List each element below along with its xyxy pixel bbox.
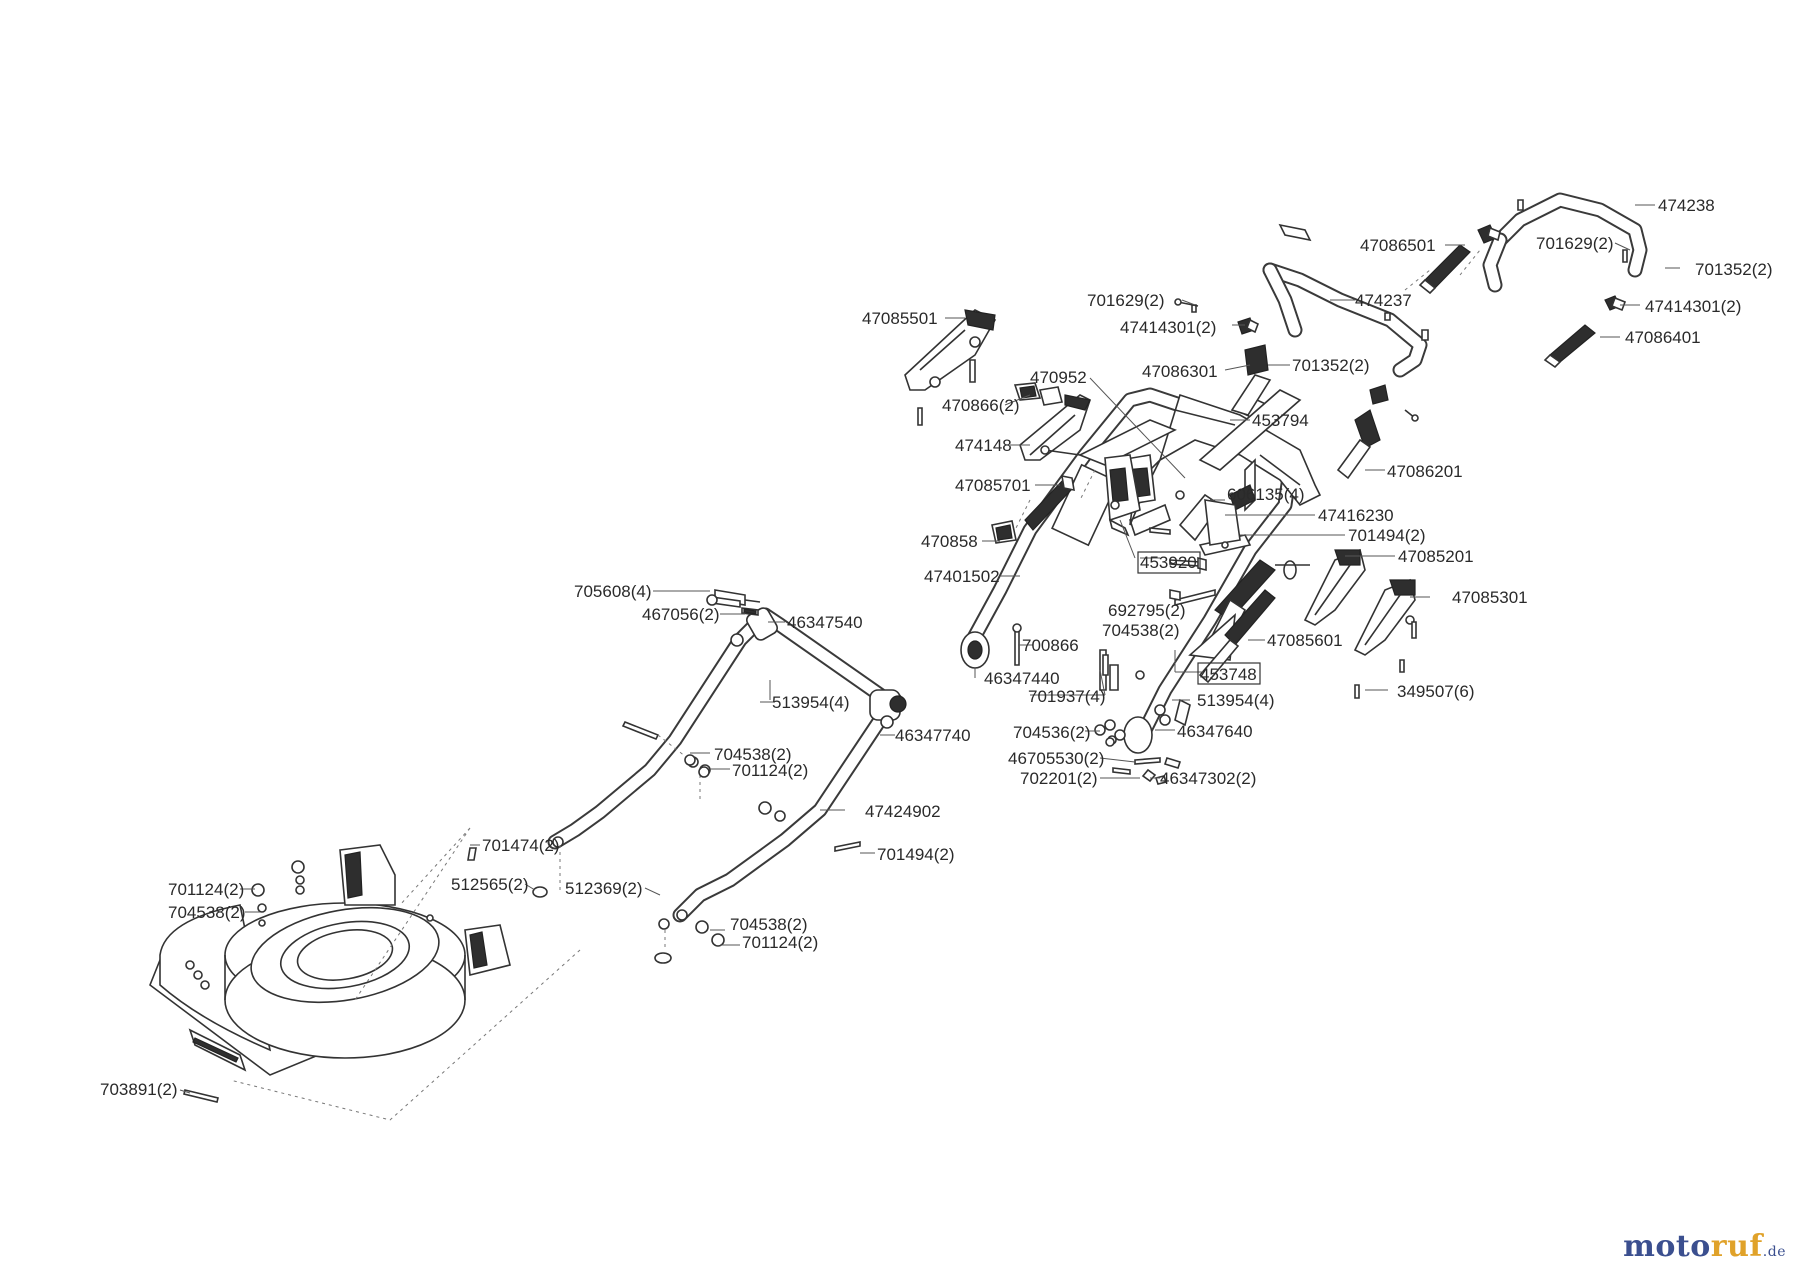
part-label: 704538(2) bbox=[1102, 621, 1180, 640]
part-label: 46347740 bbox=[895, 726, 971, 745]
part-labels: 474238 47086501 701629(2) 701352(2) 4742… bbox=[100, 196, 1773, 1099]
part-label: 453794 bbox=[1252, 411, 1309, 430]
part-label: 47086401 bbox=[1625, 328, 1701, 347]
part-label: 47401502 bbox=[924, 567, 1000, 586]
part-label: 705608(4) bbox=[574, 582, 652, 601]
watermark-part2: ruf bbox=[1710, 1229, 1763, 1264]
part-label: 47085201 bbox=[1398, 547, 1474, 566]
handle-brackets-right bbox=[1198, 548, 1417, 699]
part-label: 701124(2) bbox=[742, 933, 818, 952]
part-label: 46347640 bbox=[1177, 722, 1253, 741]
motoruf-watermark-logo: motoruf.de bbox=[1623, 1229, 1786, 1264]
part-label: 701124(2) bbox=[732, 761, 808, 780]
part-label: 47086501 bbox=[1360, 236, 1436, 255]
part-label: 701629(2) bbox=[1536, 234, 1614, 253]
part-label: 512369(2) bbox=[565, 879, 643, 898]
part-label: 47414301(2) bbox=[1645, 297, 1741, 316]
mower-deck bbox=[149, 827, 581, 1121]
part-label: 701124(2) bbox=[168, 880, 244, 899]
part-label: 47416230 bbox=[1318, 506, 1394, 525]
label-box-453748 bbox=[1197, 662, 1261, 685]
leader-lines bbox=[179, 204, 1680, 1094]
label-box-453920 bbox=[1137, 551, 1201, 574]
part-label: 47085601 bbox=[1267, 631, 1343, 650]
part-label: 47085501 bbox=[862, 309, 938, 328]
part-label: 47085701 bbox=[955, 476, 1031, 495]
part-label: 46705530(2) bbox=[1008, 749, 1104, 768]
lower-handle bbox=[183, 589, 907, 1103]
part-label: 513954(4) bbox=[772, 693, 850, 712]
part-label: 701352(2) bbox=[1292, 356, 1370, 375]
part-label: 46347540 bbox=[787, 613, 863, 632]
part-label: 470858 bbox=[921, 532, 978, 551]
part-label: 467056(2) bbox=[642, 605, 720, 624]
part-label: 474237 bbox=[1355, 291, 1412, 310]
upper-handle bbox=[960, 387, 1322, 775]
part-label: 47086201 bbox=[1387, 462, 1463, 481]
part-label: 701629(2) bbox=[1087, 291, 1165, 310]
part-label: 702201(2) bbox=[1020, 769, 1098, 788]
part-label: 470866(2) bbox=[942, 396, 1020, 415]
switch-assembly bbox=[1078, 389, 1302, 549]
part-label: 47424902 bbox=[865, 802, 941, 821]
part-label: 704538(2) bbox=[730, 915, 808, 934]
part-label: 701474(2) bbox=[482, 836, 560, 855]
part-label: 453748 bbox=[1200, 665, 1257, 684]
part-label: 46347440 bbox=[984, 669, 1060, 688]
part-label: 701494(2) bbox=[1348, 526, 1426, 545]
part-label: 47414301(2) bbox=[1120, 318, 1216, 337]
part-label: 700866 bbox=[1022, 636, 1079, 655]
part-label: 606135(4) bbox=[1227, 485, 1305, 504]
part-label: 704536(2) bbox=[1013, 723, 1091, 742]
watermark-part1: moto bbox=[1623, 1229, 1711, 1264]
part-label: 692795(2) bbox=[1108, 601, 1186, 620]
part-label: 704538(2) bbox=[714, 745, 792, 764]
part-label: 512565(2) bbox=[451, 875, 529, 894]
part-label: 703891(2) bbox=[100, 1080, 178, 1099]
part-label: 46347302(2) bbox=[1160, 769, 1256, 788]
part-label: 453920 bbox=[1140, 553, 1197, 572]
part-label: 470952 bbox=[1030, 368, 1087, 387]
part-label: 474238 bbox=[1658, 196, 1715, 215]
part-label: 701937(4) bbox=[1028, 687, 1106, 706]
part-label: 701494(2) bbox=[877, 845, 955, 864]
bail-assembly bbox=[1174, 192, 1648, 480]
handle-brackets-left bbox=[904, 309, 1091, 666]
part-label: 349507(6) bbox=[1397, 682, 1475, 701]
part-label: 701352(2) bbox=[1695, 260, 1773, 279]
part-label: 47086301 bbox=[1142, 362, 1218, 381]
watermark-tld: .de bbox=[1762, 1244, 1786, 1260]
hardware bbox=[251, 527, 1207, 947]
part-label: 474148 bbox=[955, 436, 1012, 455]
part-label: 47085301 bbox=[1452, 588, 1528, 607]
part-label: 704538(2) bbox=[168, 903, 246, 922]
part-label: 513954(4) bbox=[1197, 691, 1275, 710]
